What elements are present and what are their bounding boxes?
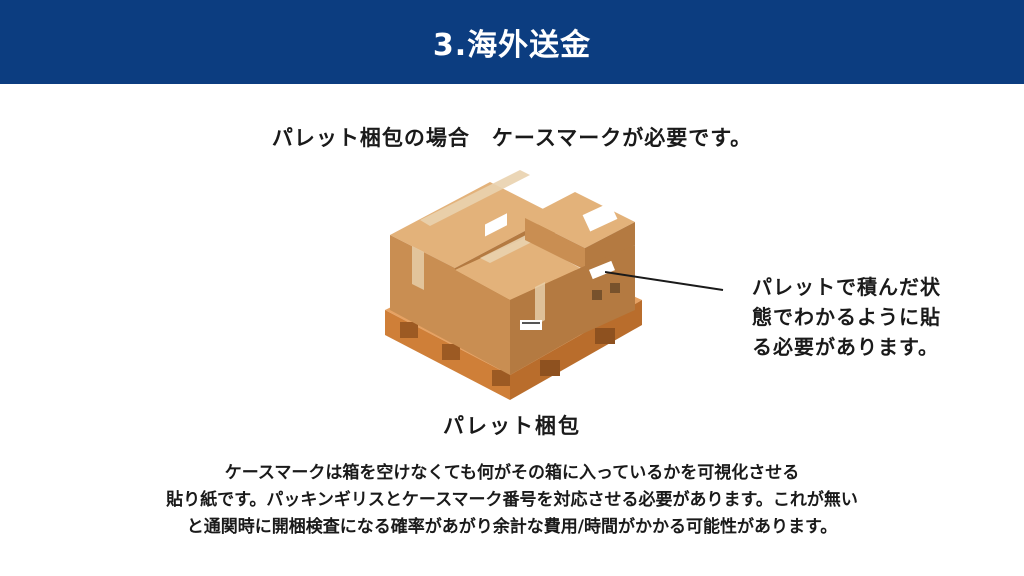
description-text: ケースマークは箱を空けなくても何がその箱に入っているかを可視化させる 貼り紙です…: [0, 460, 1024, 541]
description-line: と通関時に開梱検査になる確率があがり余計な費用/時間がかかる可能性があります。: [186, 517, 838, 537]
callout-pointer-line: [605, 271, 724, 291]
callout-line: る必要があります。: [752, 335, 939, 359]
description-line: 貼り紙です。パッキンギリスとケースマーク番号を対応させる必要があります。これが無…: [166, 490, 858, 510]
callout-line: 態でわかるように貼: [752, 305, 941, 329]
box-small-icon: [525, 192, 635, 270]
callout-line: パレットで積んだ状: [752, 275, 941, 299]
box-right-icon: [580, 245, 635, 335]
header-bar: 3.海外送金: [0, 0, 1024, 84]
case-mark-callout: パレットで積んだ状 態でわかるように貼 る必要があります。: [752, 272, 992, 362]
illustration-caption: パレット梱包: [443, 414, 581, 438]
palletized-boxes-icon: [385, 170, 642, 400]
description-line: ケースマークは箱を空けなくても何がその箱に入っているかを可視化させる: [224, 463, 800, 483]
page-title: 3.海外送金: [432, 28, 592, 63]
subtitle: パレット梱包の場合 ケースマークが必要です。: [271, 126, 753, 150]
